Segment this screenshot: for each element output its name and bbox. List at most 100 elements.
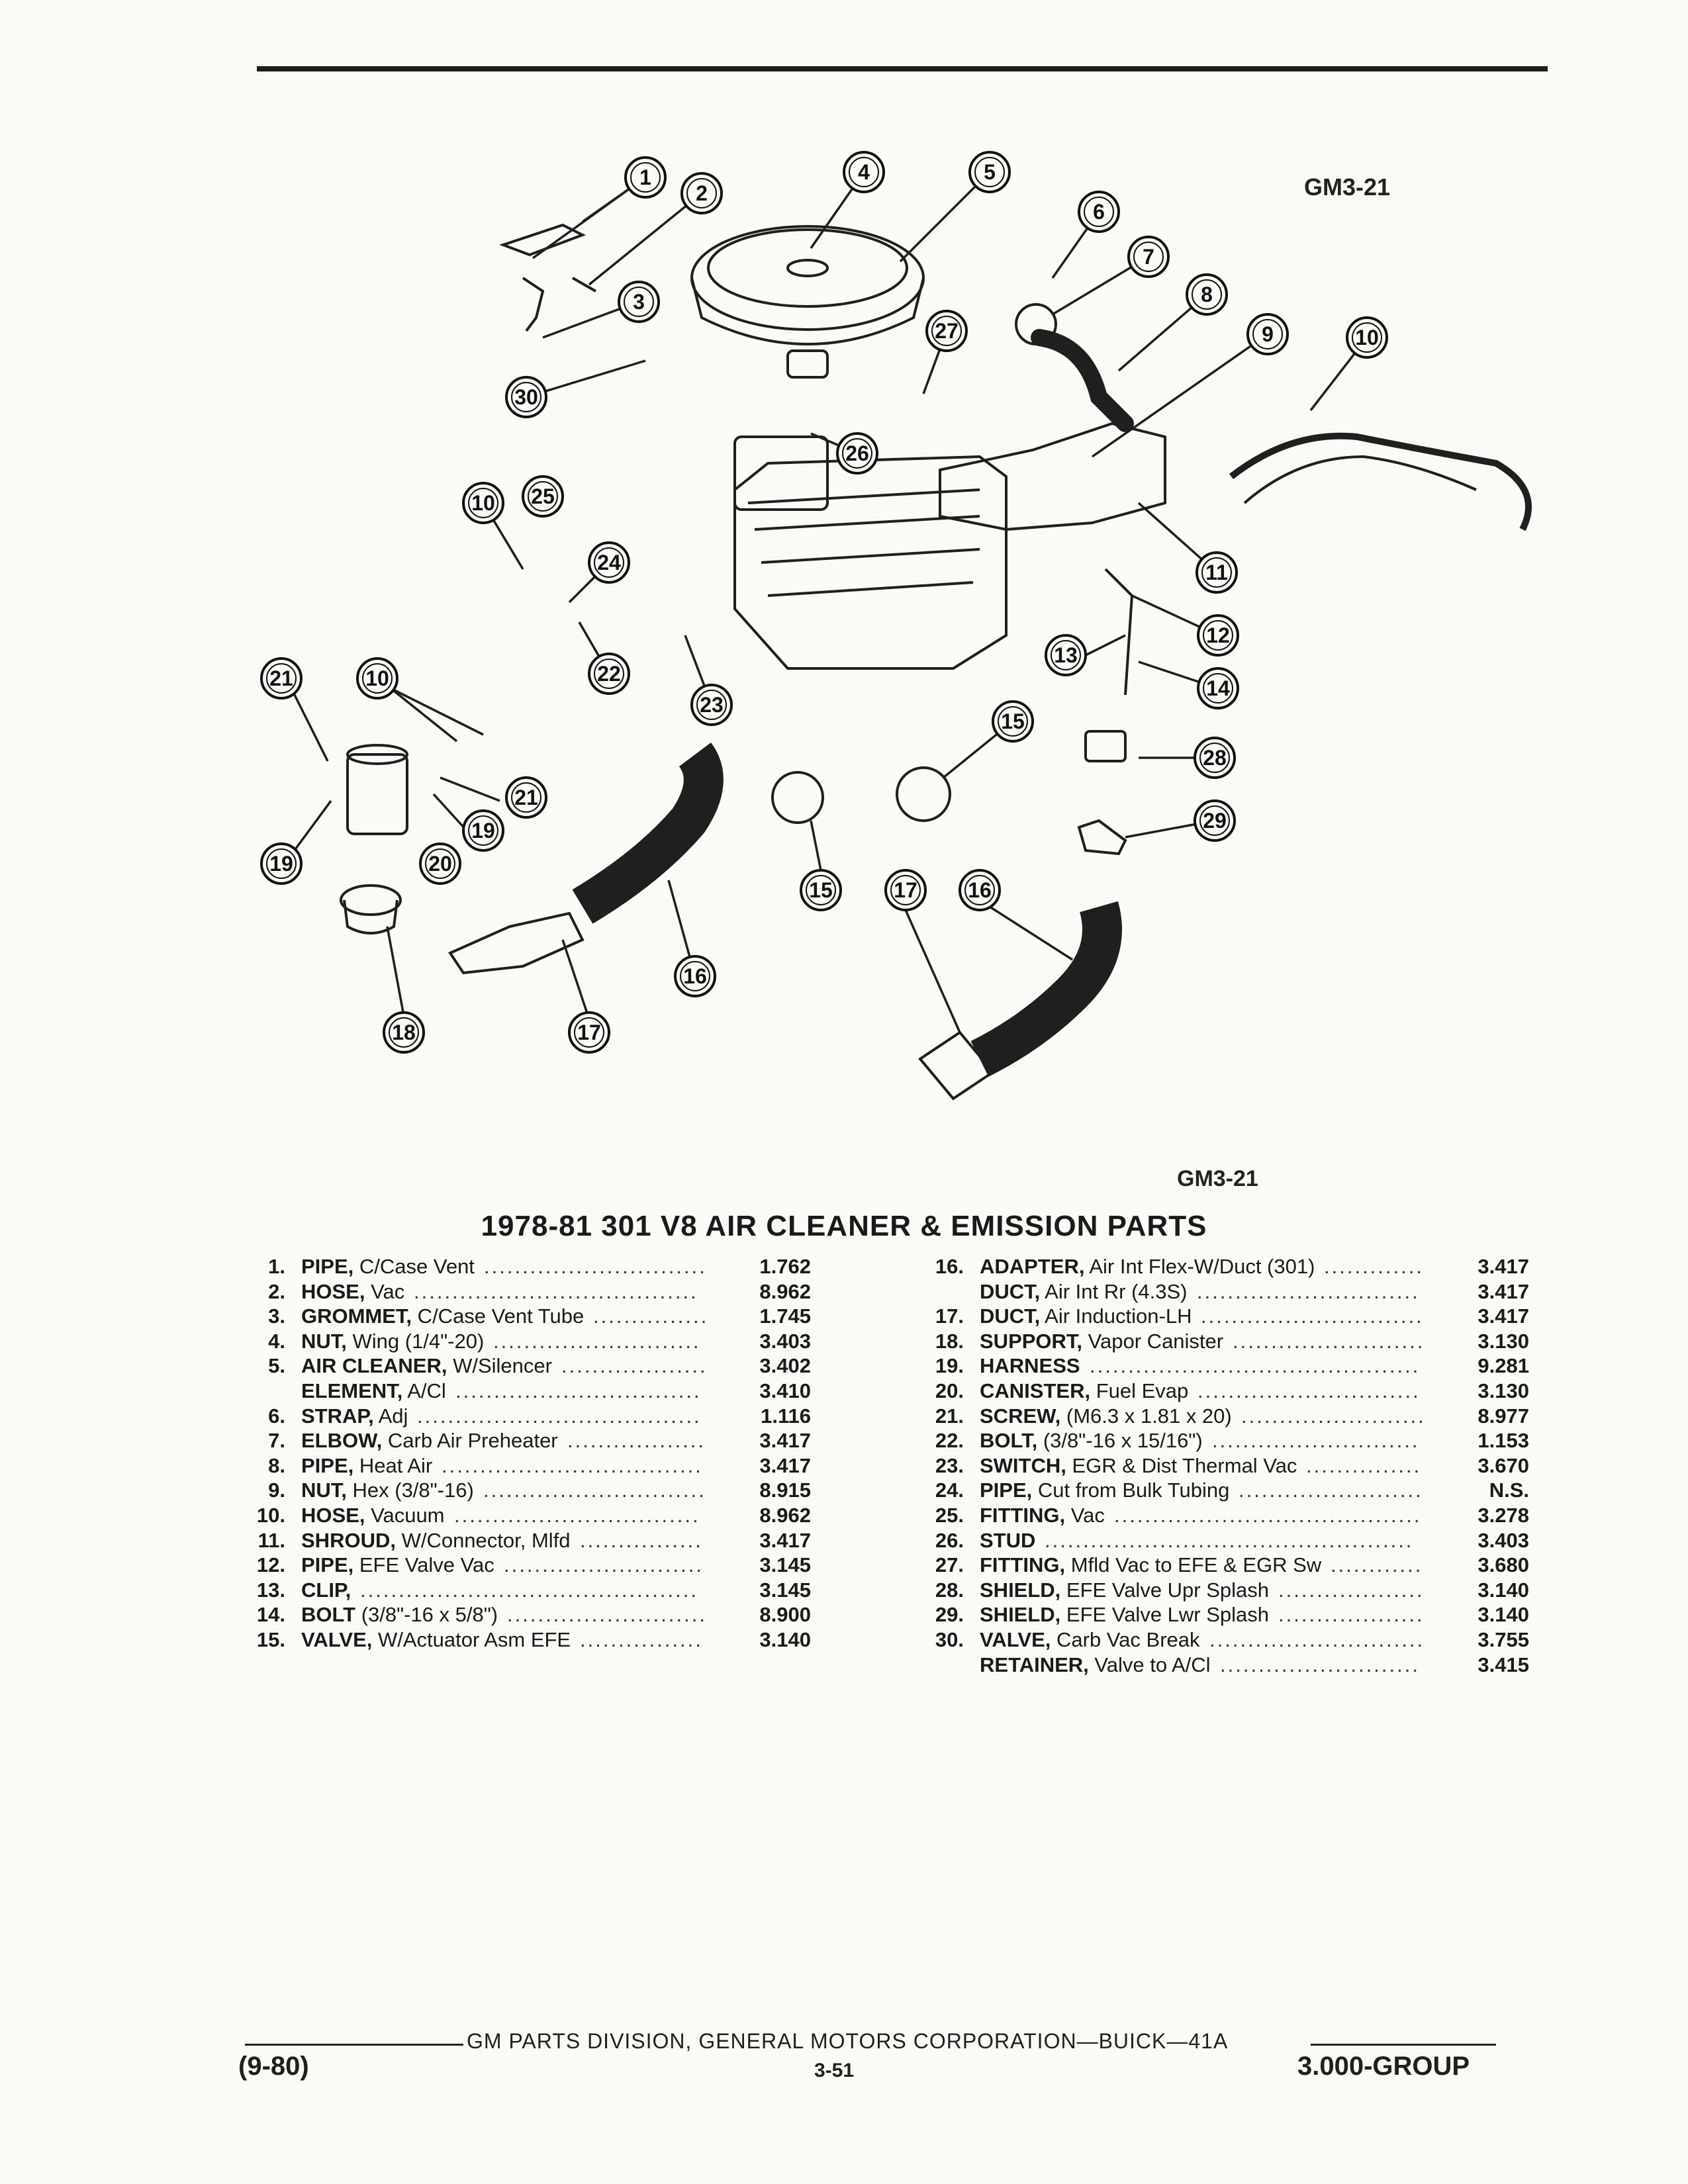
dot-leader: ..................................: [442, 1453, 703, 1477]
dot-leader: ...................: [1278, 1603, 1425, 1627]
splash-shield-lower: [1077, 819, 1127, 856]
part-description: EFE Valve Upr Splash: [1060, 1578, 1270, 1602]
part-number: 21.: [935, 1404, 964, 1428]
part-name: FITTING, Mfld Vac to EFE & EGR Sw: [980, 1553, 1321, 1578]
part-name-bold: SHIELD,: [980, 1603, 1061, 1627]
part-description: Vapor Canister: [1082, 1329, 1224, 1353]
efe-valve-1: [771, 771, 824, 824]
group-code: 3.145: [759, 1578, 811, 1602]
parts-list-row: 11.SHROUD, W/Connector, Mlfd............…: [228, 1528, 857, 1553]
callout-label: 10: [1355, 326, 1379, 349]
part-name: HOSE, Vac: [301, 1279, 404, 1304]
dot-leader: .............................: [1197, 1379, 1421, 1402]
callout: [680, 172, 723, 214]
parts-list-row: 14.BOLT (3/8"-16 x 5/8")................…: [228, 1602, 857, 1627]
part-name-bold: PIPE,: [301, 1553, 354, 1577]
part-number: 13.: [256, 1578, 285, 1602]
part-description: (3/8"-16 x 15/16"): [1037, 1429, 1203, 1453]
callout-label: 3: [633, 290, 645, 314]
part-name: DUCT, Air Int Rr (4.3S): [980, 1279, 1188, 1304]
part-number: 7.: [268, 1429, 285, 1453]
part-description: EGR & Dist Thermal Vac: [1066, 1453, 1297, 1477]
group-code: 3.417: [1477, 1255, 1529, 1278]
callout: [356, 657, 399, 700]
dot-leader: ...............: [593, 1304, 709, 1328]
air-cleaner-lid: [707, 228, 908, 308]
parts-list-row: 23.SWITCH, EGR & Dist Thermal Vac.......…: [907, 1453, 1536, 1479]
part-description: W/Silencer: [447, 1354, 552, 1378]
dot-leader: ..........................: [504, 1553, 704, 1577]
parts-list-row: RETAINER, Valve to A/Cl.................…: [907, 1653, 1536, 1678]
part-name-bold: CANISTER,: [980, 1379, 1091, 1402]
callout: [505, 776, 547, 819]
group-code: 3.415: [1477, 1653, 1529, 1676]
part-description: Adj: [373, 1404, 408, 1428]
part-number: 3.: [268, 1304, 285, 1328]
parts-list-row: 29.SHIELD, EFE Valve Lwr Splash.........…: [907, 1602, 1536, 1627]
callout-label: 16: [968, 878, 992, 902]
callout: [1194, 799, 1236, 842]
part-name: NUT, Hex (3/8"-16): [301, 1478, 474, 1503]
callout-label: 7: [1143, 245, 1154, 269]
part-number: 8.: [268, 1453, 285, 1477]
part-number: 11.: [258, 1528, 285, 1552]
callout-label: 28: [1203, 746, 1227, 770]
parts-list-row: 17.DUCT, Air Induction-LH...............…: [907, 1304, 1536, 1329]
part-number: 12.: [256, 1553, 285, 1577]
part-description: W/Actuator Asm EFE: [372, 1627, 571, 1651]
part-number: 14.: [256, 1603, 285, 1627]
group-code: 8.962: [759, 1279, 811, 1303]
callout-label: 25: [531, 484, 555, 508]
callout-label: 16: [683, 964, 707, 988]
callout: [925, 310, 968, 352]
callout-label: 14: [1206, 676, 1230, 700]
part-name-bold: SHROUD,: [301, 1528, 396, 1552]
part-description: Air Int Flex-W/Duct (301): [1084, 1255, 1315, 1278]
part-description: A/Cl: [402, 1379, 446, 1402]
callout: [1197, 614, 1239, 657]
callout-label: 19: [471, 819, 495, 842]
callout-label: 27: [935, 319, 959, 343]
parts-list-row: 20.CANISTER, Fuel Evap..................…: [907, 1379, 1536, 1404]
callout: [260, 657, 303, 700]
part-number: 28.: [935, 1578, 964, 1602]
callout: [1186, 273, 1228, 316]
callout: [624, 156, 667, 199]
part-number: 24.: [935, 1479, 964, 1502]
parts-list-row: 12. PIPE, EFE Valve Vac..................…: [228, 1553, 857, 1578]
callout-label: 1: [639, 165, 651, 189]
callout: [1197, 667, 1239, 709]
top-rule: [257, 66, 1548, 71]
part-name: VALVE, Carb Vac Break: [980, 1627, 1200, 1653]
part-name: FITTING, Vac: [980, 1503, 1105, 1528]
part-description: EFE Valve Vac: [353, 1553, 494, 1577]
part-name: NUT, Wing (1/4"-20): [301, 1329, 484, 1354]
part-name-bold: PIPE,: [301, 1453, 354, 1477]
group-code: 3.402: [759, 1354, 811, 1378]
callout-label: 17: [577, 1021, 601, 1044]
parts-list-row: 18.SUPPORT, Vapor Canister..............…: [907, 1329, 1536, 1354]
dot-leader: ...............: [1306, 1453, 1422, 1477]
callout-label: 17: [894, 878, 917, 902]
group-code: 3.680: [1477, 1553, 1529, 1577]
group-code: 1.116: [761, 1404, 811, 1428]
page-title: 1978-81 301 V8 AIR CLEANER & EMISSION PA…: [481, 1210, 1207, 1242]
part-description: Vacuum: [365, 1503, 445, 1527]
callout: [674, 955, 716, 997]
callout: [383, 1011, 425, 1054]
group-code: 3.417: [759, 1453, 811, 1477]
parts-list-row: 2.HOSE, Vac.............................…: [228, 1279, 857, 1304]
dot-leader: .............................: [1201, 1304, 1424, 1328]
part-description: Heat Air: [353, 1453, 433, 1477]
canister-support: [340, 884, 402, 916]
callout: [1045, 634, 1087, 676]
group-code: 3.755: [1477, 1627, 1529, 1651]
callout: [588, 541, 630, 584]
group-code: 3.670: [1477, 1453, 1529, 1477]
dot-leader: ............................: [1209, 1627, 1425, 1651]
part-name: ELEMENT, A/Cl: [301, 1379, 446, 1404]
part-number: 27.: [935, 1553, 964, 1577]
group-code: 3.130: [1477, 1379, 1529, 1402]
parts-list-row: 5.AIR CLEANER, W/Silencer...............…: [228, 1353, 857, 1379]
part-name-bold: ADAPTER,: [980, 1255, 1085, 1278]
